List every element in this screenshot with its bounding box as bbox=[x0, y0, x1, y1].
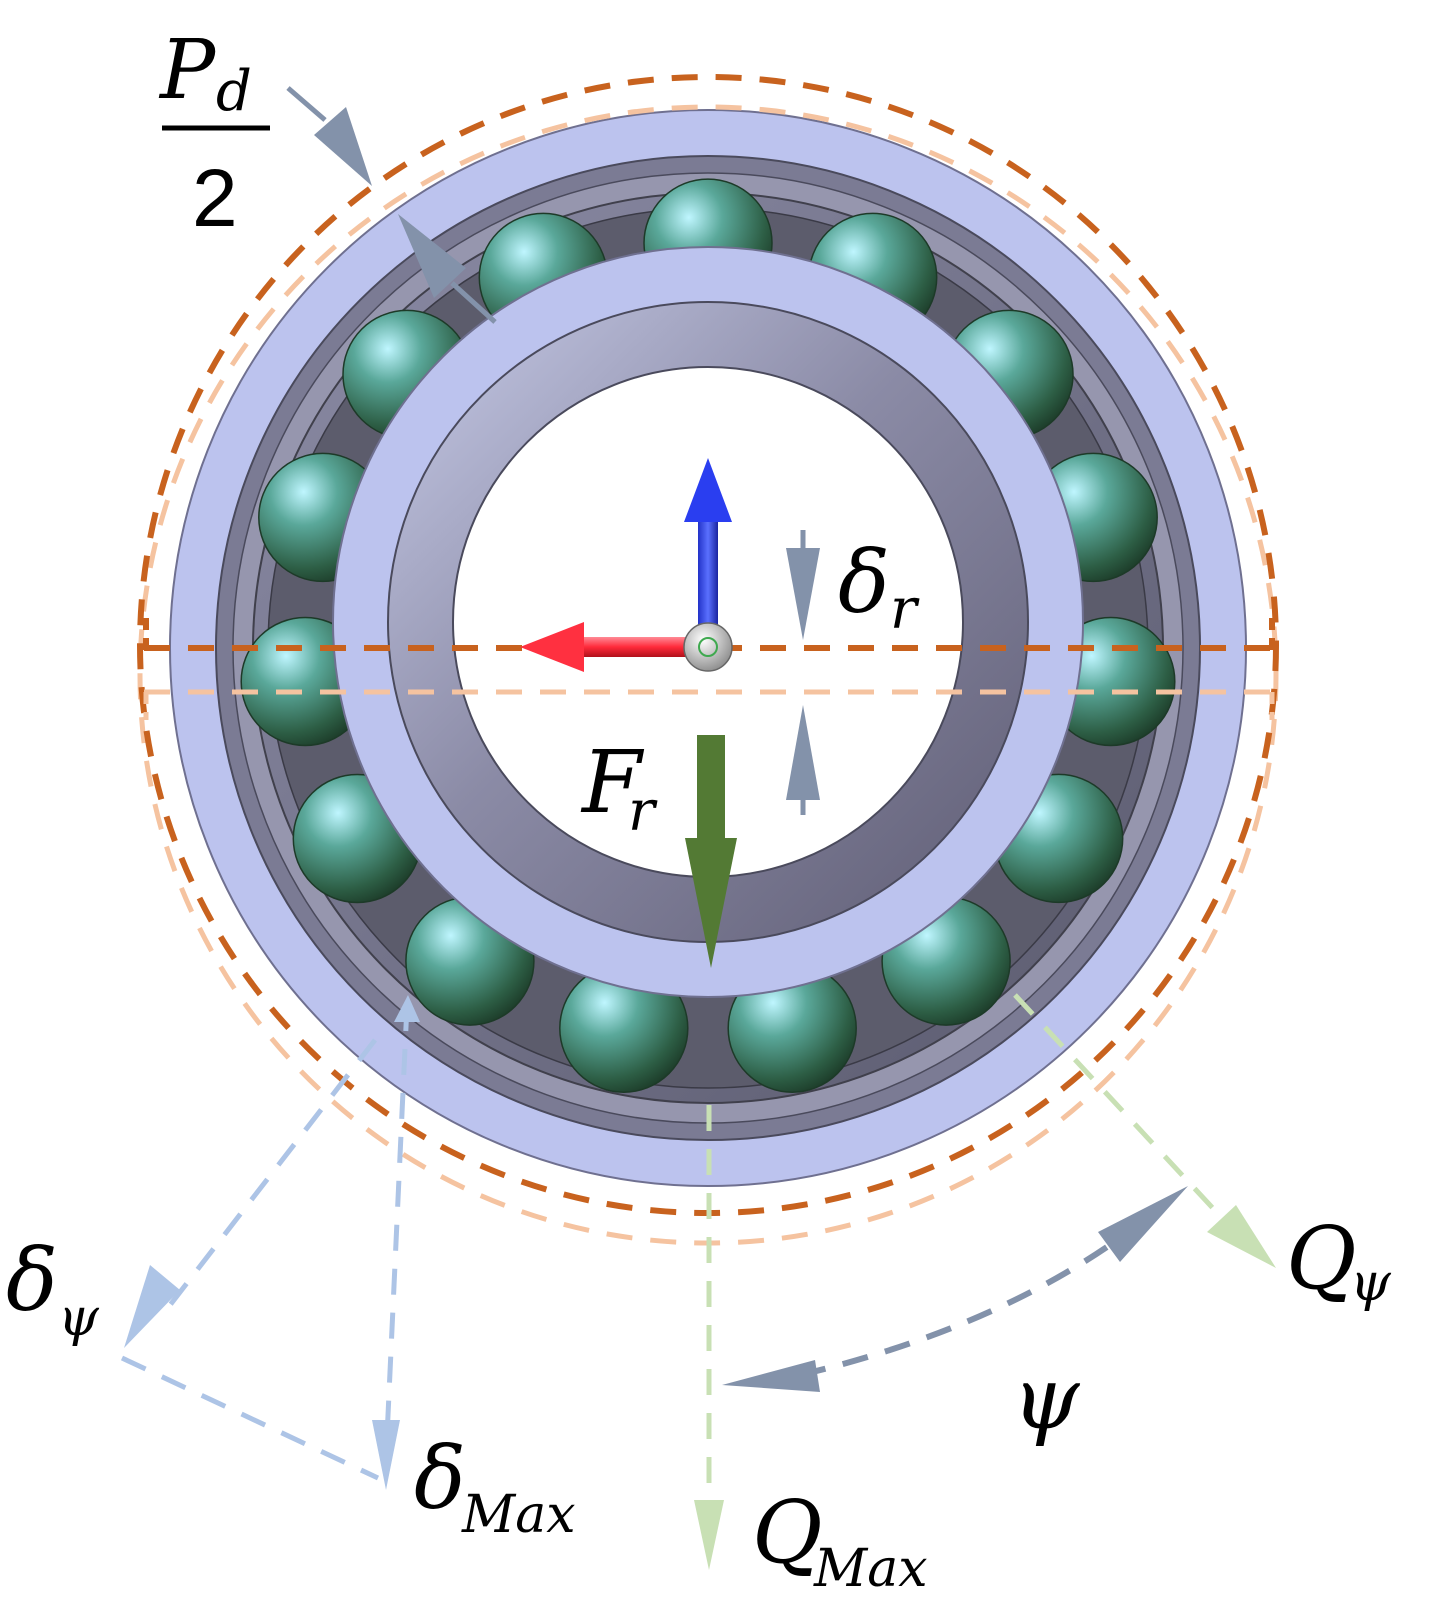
q-psi-sub: ψ bbox=[1350, 1253, 1392, 1313]
y-axis-shaft bbox=[698, 520, 718, 642]
label-psi: ψ bbox=[1012, 1349, 1081, 1449]
y-axis-head bbox=[684, 458, 732, 522]
q-max-sub: Max bbox=[813, 1539, 928, 1599]
q-construction bbox=[694, 993, 1276, 1570]
delta-r-dimension bbox=[786, 530, 820, 815]
delta-r-sub: r bbox=[890, 577, 920, 642]
delta-max-symbol: δ bbox=[414, 1429, 466, 1529]
delta-max-sub: Max bbox=[461, 1485, 576, 1545]
label-force: F r bbox=[580, 733, 658, 844]
coordinate-axes-icon bbox=[520, 458, 733, 672]
force-symbol: F bbox=[580, 733, 645, 833]
x-axis-head bbox=[520, 622, 584, 672]
pd-numerator: P bbox=[158, 23, 217, 118]
label-q-psi: Q ψ bbox=[1286, 1209, 1392, 1313]
x-axis-shaft bbox=[580, 637, 706, 657]
label-delta-max: δ Max bbox=[414, 1429, 576, 1545]
pd-dimension bbox=[286, 86, 497, 324]
q-psi-symbol: Q bbox=[1286, 1209, 1357, 1309]
delta-psi-symbol: δ bbox=[6, 1231, 58, 1331]
force-arrow-head bbox=[685, 838, 737, 968]
label-delta-psi: δ ψ bbox=[6, 1231, 100, 1348]
q-max-symbol: Q bbox=[752, 1483, 823, 1583]
psi-symbol: ψ bbox=[1012, 1349, 1081, 1449]
origin-sphere bbox=[683, 622, 733, 672]
force-arrow-icon bbox=[685, 735, 737, 968]
psi-angle-arc bbox=[722, 1186, 1188, 1392]
delta-r-symbol: δ bbox=[838, 533, 890, 633]
delta-psi-sub: ψ bbox=[58, 1288, 100, 1348]
label-delta-r: δ r bbox=[838, 533, 920, 642]
label-pd-over-2: P d 2 bbox=[158, 23, 270, 244]
force-sub: r bbox=[628, 779, 658, 844]
origin-marker bbox=[698, 637, 718, 657]
pd-numerator-sub: d bbox=[216, 59, 252, 124]
pd-denominator: 2 bbox=[192, 153, 238, 244]
delta-construction bbox=[120, 995, 420, 1490]
label-q-max: Q Max bbox=[752, 1483, 928, 1599]
force-arrow-shaft bbox=[697, 735, 725, 845]
